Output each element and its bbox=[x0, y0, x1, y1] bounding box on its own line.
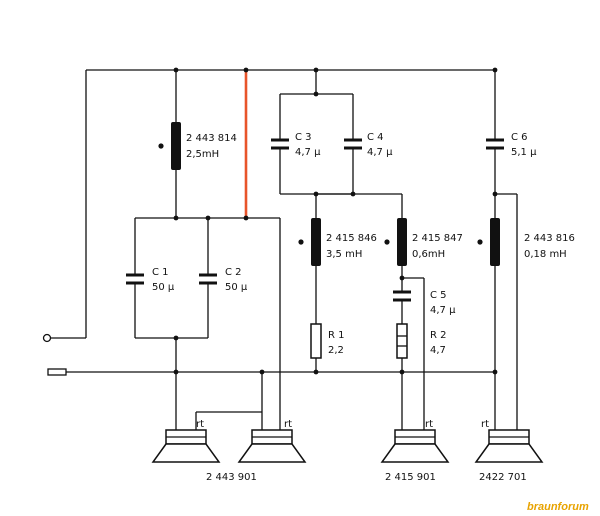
svg-text:rt: rt bbox=[481, 419, 489, 430]
svg-text:3,5 mH: 3,5 mH bbox=[326, 249, 362, 260]
svg-text:4,7 µ: 4,7 µ bbox=[430, 305, 456, 316]
speaker-midrange: rt bbox=[380, 419, 450, 463]
woofer-part-label: 2 443 901 bbox=[206, 472, 257, 483]
svg-text:C 6: C 6 bbox=[511, 132, 528, 143]
speaker-tweeter: rt bbox=[474, 419, 544, 463]
svg-text:4,7: 4,7 bbox=[430, 345, 446, 356]
tweeter-part-label: 2422 701 bbox=[479, 472, 527, 483]
svg-text:4,7 µ: 4,7 µ bbox=[367, 147, 393, 158]
input-terminals bbox=[42, 333, 86, 376]
svg-text:0,18 mH: 0,18 mH bbox=[524, 249, 567, 260]
svg-text:rt: rt bbox=[284, 419, 292, 430]
speaker-woofer-2: rt bbox=[237, 419, 307, 463]
inductor-l2: 2 415 846 3,5 mH bbox=[298, 218, 377, 266]
svg-text:4,7 µ: 4,7 µ bbox=[295, 147, 321, 158]
capacitor-c1: C 1 50 µ bbox=[126, 267, 175, 293]
resistor-r2: R 2 4,7 bbox=[396, 323, 447, 359]
watermark: braunforum bbox=[527, 501, 589, 513]
svg-text:C 4: C 4 bbox=[367, 132, 384, 143]
svg-text:0,6mH: 0,6mH bbox=[412, 249, 445, 260]
svg-text:50 µ: 50 µ bbox=[152, 282, 175, 293]
svg-text:C 3: C 3 bbox=[295, 132, 312, 143]
capacitor-c6: C 6 5,1 µ bbox=[486, 132, 537, 158]
svg-text:C 5: C 5 bbox=[430, 290, 447, 301]
capacitor-c4: C 4 4,7 µ bbox=[344, 132, 393, 158]
svg-text:2,5mH: 2,5mH bbox=[186, 149, 219, 160]
svg-text:2 415 846: 2 415 846 bbox=[326, 233, 377, 244]
svg-text:2 443 816: 2 443 816 bbox=[524, 233, 575, 244]
svg-text:2 415 847: 2 415 847 bbox=[412, 233, 463, 244]
svg-text:50 µ: 50 µ bbox=[225, 282, 248, 293]
capacitor-c5: C 5 4,7 µ bbox=[393, 288, 456, 316]
svg-text:R 2: R 2 bbox=[430, 330, 447, 341]
svg-text:C 2: C 2 bbox=[225, 267, 242, 278]
svg-text:rt: rt bbox=[425, 419, 433, 430]
speaker-woofer-1: rt bbox=[151, 419, 221, 463]
svg-text:C 1: C 1 bbox=[152, 267, 169, 278]
svg-text:5,1 µ: 5,1 µ bbox=[511, 147, 537, 158]
inductor-l1: 2 443 814 2,5mH bbox=[158, 122, 237, 170]
svg-text:R 1: R 1 bbox=[328, 330, 345, 341]
svg-text:rt: rt bbox=[196, 419, 204, 430]
junctions bbox=[173, 67, 498, 375]
svg-text:2 443 814: 2 443 814 bbox=[186, 133, 237, 144]
inductor-l4: 2 443 816 0,18 mH bbox=[477, 218, 575, 266]
inductor-l3: 2 415 847 0,6mH bbox=[384, 218, 463, 266]
midrange-part-label: 2 415 901 bbox=[385, 472, 436, 483]
wiring bbox=[66, 69, 518, 430]
svg-text:2,2: 2,2 bbox=[328, 345, 344, 356]
capacitor-c2: C 2 50 µ bbox=[199, 267, 248, 293]
resistor-r1: R 1 2,2 bbox=[310, 323, 345, 359]
capacitor-c3: C 3 4,7 µ bbox=[271, 132, 321, 158]
